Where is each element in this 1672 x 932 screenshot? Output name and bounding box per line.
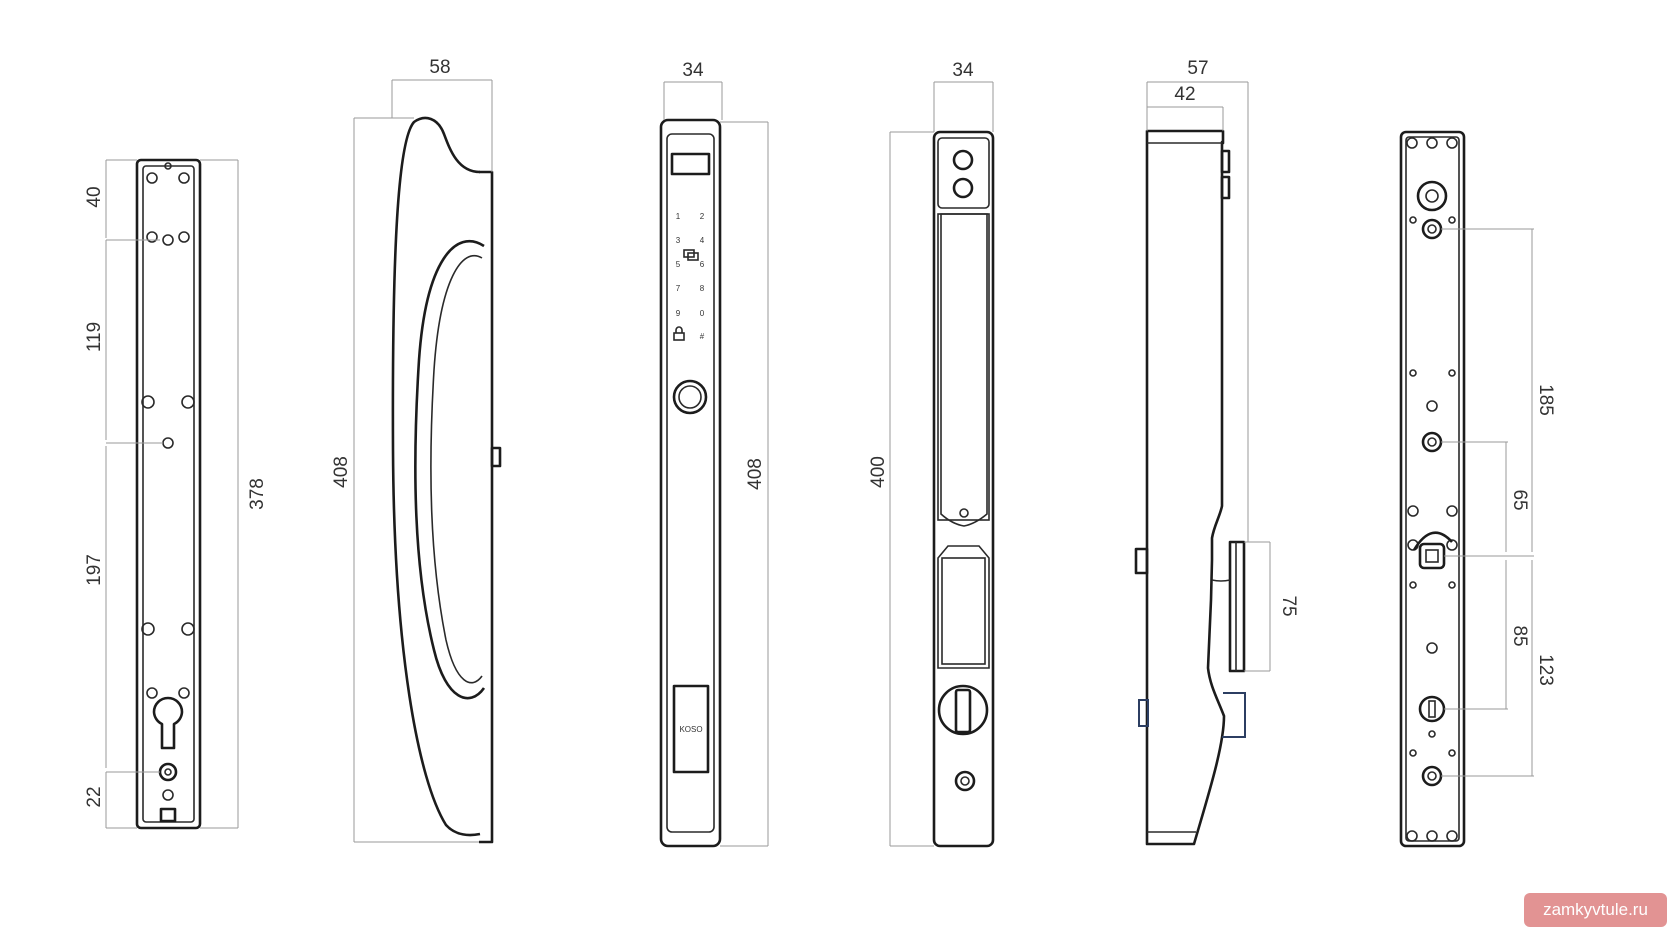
dim-65: 65 [1509,489,1530,510]
dim-57: 57 [1187,58,1208,79]
watermark-badge: zamkyvtule.ru [1524,893,1667,927]
brand-plate [672,684,710,774]
brand-logo: KOSO [679,725,702,734]
key-8[interactable]: 8 [700,284,705,293]
key-7[interactable]: 7 [676,284,681,293]
key-5[interactable]: 5 [676,260,681,269]
thumb-turn[interactable] [937,684,989,736]
keyhole [954,770,976,792]
display-window [670,152,711,176]
side-profile-view: 57 42 75 [1134,58,1299,846]
key-4[interactable]: 4 [700,236,705,245]
key-hash[interactable]: # [700,332,705,341]
dim-75: 75 [1278,595,1299,616]
back-plate-view: 40 119 197 22 378 [84,158,268,830]
dim-34-plain: 34 [952,60,974,81]
mount-plate-view: 185 65 85 123 [1399,130,1556,848]
dim-34-keypad: 34 [682,60,704,81]
dim-22: 22 [84,786,105,807]
side-handle-view: 58 408 [331,57,502,844]
dim-40: 40 [84,186,105,207]
dim-197: 197 [84,554,105,586]
dim-119: 119 [84,322,105,352]
dim-123: 123 [1535,654,1556,686]
key-1[interactable]: 1 [676,212,681,221]
dim-378: 378 [247,478,268,510]
key-2[interactable]: 2 [700,212,705,221]
front-plain-view: 34 400 [868,60,995,848]
key-6[interactable]: 6 [700,260,705,269]
dim-408-left: 408 [331,456,352,488]
key-0[interactable]: 0 [700,309,705,318]
keypad: 1 2 3 4 5 6 7 8 9 0 # [673,212,705,341]
front-keypad-view: 1 2 3 4 5 6 7 8 9 0 # KOSO 34 [659,60,769,848]
dim-185: 185 [1535,384,1556,416]
dim-42: 42 [1174,84,1195,105]
lock-icon [673,326,685,341]
fingerprint-sensor [672,379,708,415]
key-3[interactable]: 3 [676,236,681,245]
dim-58: 58 [429,57,450,78]
dim-400: 400 [868,456,889,488]
dim-85: 85 [1509,625,1530,646]
dim-408-keypad: 408 [745,458,766,490]
key-9[interactable]: 9 [676,309,681,318]
